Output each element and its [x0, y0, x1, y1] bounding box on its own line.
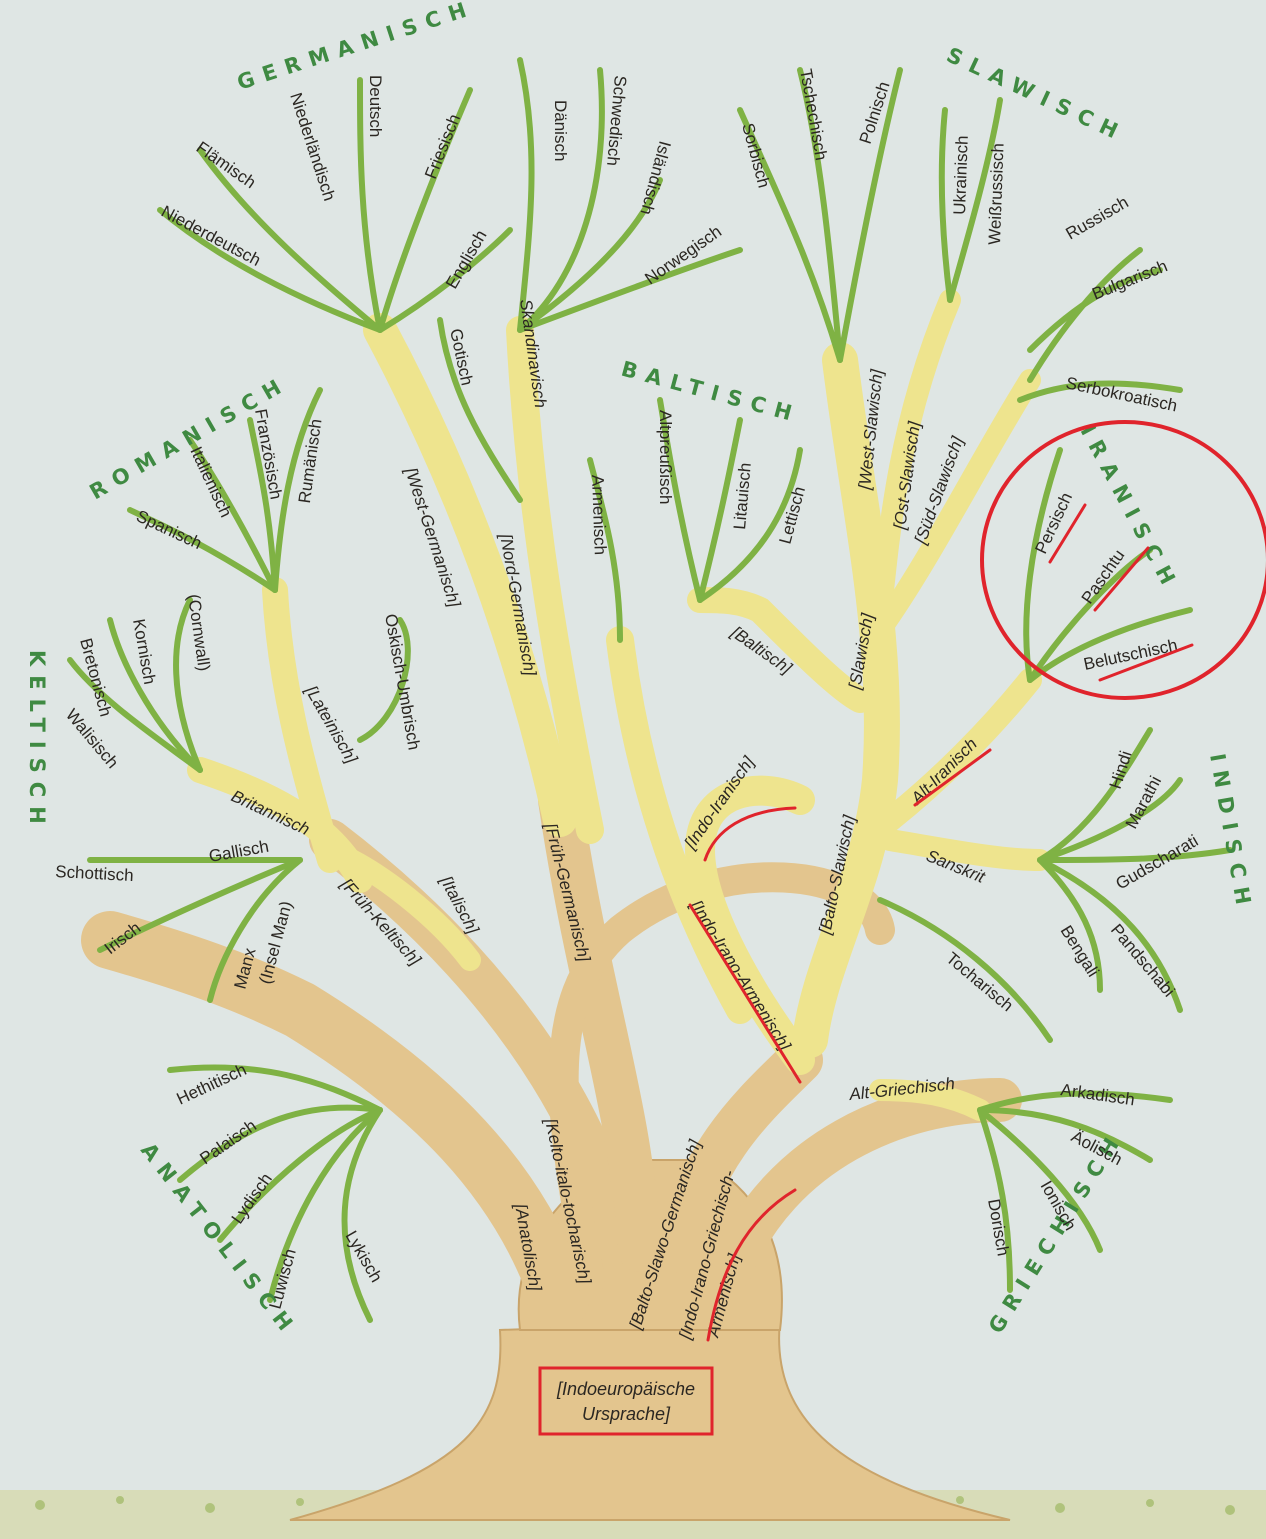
label-weissrussisch: Weißrussisch [985, 143, 1008, 245]
label-ukrainisch: Ukrainisch [950, 135, 972, 215]
group-label-keltisch: KELTISCH [25, 650, 49, 833]
label-armenisch: Armenisch [588, 474, 610, 555]
label-danisch: Dänisch [551, 100, 570, 161]
label-altpreussisch: Altpreußisch [656, 410, 675, 504]
label-deutsch: Deutsch [366, 75, 385, 137]
root-label-line1: [Indoeuropäische [556, 1379, 695, 1399]
root-label-line2: Ursprache] [582, 1404, 671, 1424]
